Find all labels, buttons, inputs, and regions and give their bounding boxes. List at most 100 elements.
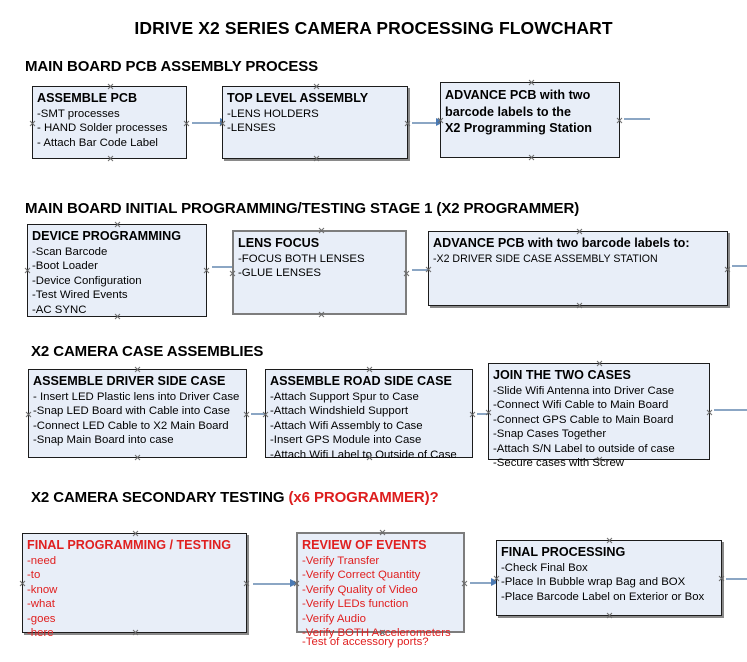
connector-handle-bottom[interactable]	[576, 302, 583, 309]
node-title: ASSEMBLE DRIVER SIDE CASE	[33, 374, 226, 388]
section-heading-4-accent: (x6 PROGRAMMER)?	[288, 489, 439, 506]
section-heading-2: MAIN BOARD INITIAL PROGRAMMING/TESTING S…	[25, 200, 580, 217]
node-final-programming-testing[interactable]: FINAL PROGRAMMING / TESTING -need -to -k…	[22, 533, 247, 639]
node-line: -GLUE LENSES	[238, 267, 321, 280]
arrow-head	[491, 578, 499, 586]
node-title: FINAL PROCESSING	[501, 545, 626, 559]
stub-line-row2	[732, 265, 747, 267]
node-line: -to	[27, 569, 41, 582]
arrow-shaft	[253, 583, 291, 585]
node-title: DEVICE PROGRAMMING	[32, 229, 182, 243]
stub-line-row1	[624, 118, 650, 120]
page-title: IDRIVE X2 SERIES CAMERA PROCESSING FLOWC…	[134, 18, 613, 38]
node-line: -Connect Wifi Cable to Main Board	[493, 399, 669, 412]
node-assemble-pcb[interactable]: ASSEMBLE PCB -SMT processes - HAND Solde…	[32, 86, 187, 159]
node-final-processing[interactable]: FINAL PROCESSING -Check Final Box -Place…	[496, 540, 722, 616]
node-line: -Check Final Box	[501, 562, 588, 574]
node-line: -Verify LEDs function	[302, 598, 409, 611]
node-line: -Connect LED Cable to X2 Main Board	[33, 419, 229, 432]
section-heading-4: X2 CAMERA SECONDARY TESTING (x6 PROGRAMM…	[31, 489, 439, 506]
node-lens-focus[interactable]: LENS FOCUS -FOCUS BOTH LENSES -GLUE LENS…	[232, 230, 407, 315]
node-join-the-two-cases[interactable]: JOIN THE TWO CASES -Slide Wifi Antenna i…	[488, 363, 710, 469]
node-line: -Snap Main Board into case	[33, 434, 174, 447]
node-overflow-line: -Test of accessory ports?	[302, 636, 429, 648]
node-line: -AC SYNC	[32, 303, 87, 316]
arrow-shaft	[251, 413, 274, 415]
arrow-shaft	[212, 266, 235, 268]
node-line: -Attach Wifi Label to Outside of Case	[270, 448, 457, 461]
node-title: FINAL PROGRAMMING / TESTING	[27, 538, 232, 552]
node-line: -Place In Bubble wrap Bag and BOX	[501, 576, 686, 589]
node-line: -Attach Wifi Assembly to Case	[270, 419, 423, 432]
node-review-of-events[interactable]: REVIEW OF EVENTS -Verify Transfer -Verif…	[296, 532, 465, 648]
node-advance-pcb-driver-side[interactable]: ADVANCE PCB with two barcode labels to: …	[428, 231, 728, 306]
node-line: -Boot Loader	[32, 260, 98, 273]
node-assemble-driver-side-case[interactable]: ASSEMBLE DRIVER SIDE CASE - Insert LED P…	[28, 369, 247, 458]
node-line: - Attach Bar Code Label	[37, 136, 158, 149]
connector-handle-bottom[interactable]	[528, 154, 535, 161]
node-line: -FOCUS BOTH LENSES	[238, 253, 365, 265]
node-line: -what	[27, 598, 55, 611]
node-title: ADVANCE PCB with two	[445, 88, 591, 102]
node-line: -need	[27, 555, 57, 567]
node-line: - Insert LED Plastic lens into Driver Ca…	[33, 391, 240, 403]
node-line: -Snap LED Board with Cable into Case	[33, 405, 230, 418]
node-line: -Secure cases with Screw	[493, 457, 625, 470]
node-line: -Snap Cases Together	[493, 428, 607, 441]
connector-handle-bottom[interactable]	[107, 155, 114, 162]
node-title: ADVANCE PCB with two barcode labels to:	[433, 236, 690, 250]
node-title: ASSEMBLE PCB	[37, 91, 138, 105]
arrow-shaft	[470, 582, 492, 584]
connector-handle-bottom[interactable]	[318, 311, 325, 318]
node-title: JOIN THE TWO CASES	[493, 368, 631, 382]
node-top-level-assembly[interactable]: TOP LEVEL ASSEMBLY -LENS HOLDERS -LENSES	[222, 86, 408, 159]
node-line: -Verify Audio	[302, 612, 366, 625]
section-heading-3: X2 CAMERA CASE ASSEMBLIES	[31, 343, 264, 360]
node-line: X2 Programming Station	[445, 121, 592, 135]
node-line: -here	[27, 627, 54, 640]
node-assemble-road-side-case[interactable]: ASSEMBLE ROAD SIDE CASE -Attach Support …	[265, 369, 473, 461]
arrow-4-2-to-4-3	[470, 578, 500, 587]
node-advance-pcb-programming-station[interactable]: ADVANCE PCB with two barcode labels to t…	[440, 82, 620, 158]
node-line: -Insert GPS Module into Case	[270, 434, 422, 447]
stub-line-row3	[714, 409, 747, 411]
node-line: -know	[27, 583, 58, 596]
node-title: ASSEMBLE ROAD SIDE CASE	[270, 374, 452, 388]
node-line: -Verify Quality of Video	[302, 583, 418, 596]
connector-handle-bottom[interactable]	[134, 454, 141, 461]
node-title: LENS FOCUS	[238, 236, 320, 250]
connector-handle-bottom[interactable]	[313, 155, 320, 162]
node-title: TOP LEVEL ASSEMBLY	[227, 91, 369, 105]
node-line: -goes	[27, 612, 56, 625]
connector-handle-bottom[interactable]	[606, 612, 613, 619]
node-line: -Slide Wifi Antenna into Driver Case	[493, 385, 675, 397]
node-title: REVIEW OF EVENTS	[302, 538, 427, 552]
node-line: -Device Configuration	[32, 274, 142, 287]
node-line: -Attach Support Spur to Case	[270, 391, 419, 403]
node-line: -LENS HOLDERS	[227, 108, 319, 120]
arrow-shaft	[412, 269, 437, 271]
node-line: -Verify BOTH Accelerometers	[302, 627, 451, 640]
arrow-shaft	[192, 122, 221, 124]
node-line: -Connect GPS Cable to Main Board	[493, 413, 674, 426]
connector-handle-right[interactable]	[724, 266, 731, 273]
arrow-4-1-to-4-2	[253, 579, 298, 588]
node-line: -Test Wired Events	[32, 289, 128, 302]
node-line: -Attach Windshield Support	[270, 405, 409, 418]
arrow-shaft	[477, 413, 497, 415]
node-line: -X2 DRIVER SIDE CASE ASSEMBLY STATION	[433, 253, 658, 265]
section-heading-4-text: X2 CAMERA SECONDARY TESTING	[31, 489, 289, 506]
stub-line-row4	[726, 578, 747, 580]
node-line: barcode labels to the	[445, 104, 571, 119]
section-heading-1: MAIN BOARD PCB ASSEMBLY PROCESS	[25, 58, 319, 75]
node-line: -Scan Barcode	[32, 246, 108, 258]
node-line: -SMT processes	[37, 108, 120, 120]
node-line: -Verify Transfer	[302, 555, 380, 567]
arrow-shaft	[412, 122, 437, 124]
node-device-programming[interactable]: DEVICE PROGRAMMING -Scan Barcode -Boot L…	[27, 224, 207, 317]
node-line: - HAND Solder processes	[37, 122, 168, 135]
node-line: -Verify Correct Quantity	[302, 569, 421, 582]
arrow-head	[290, 579, 298, 587]
node-line: -Attach S/N Label to outside of case	[493, 442, 675, 455]
